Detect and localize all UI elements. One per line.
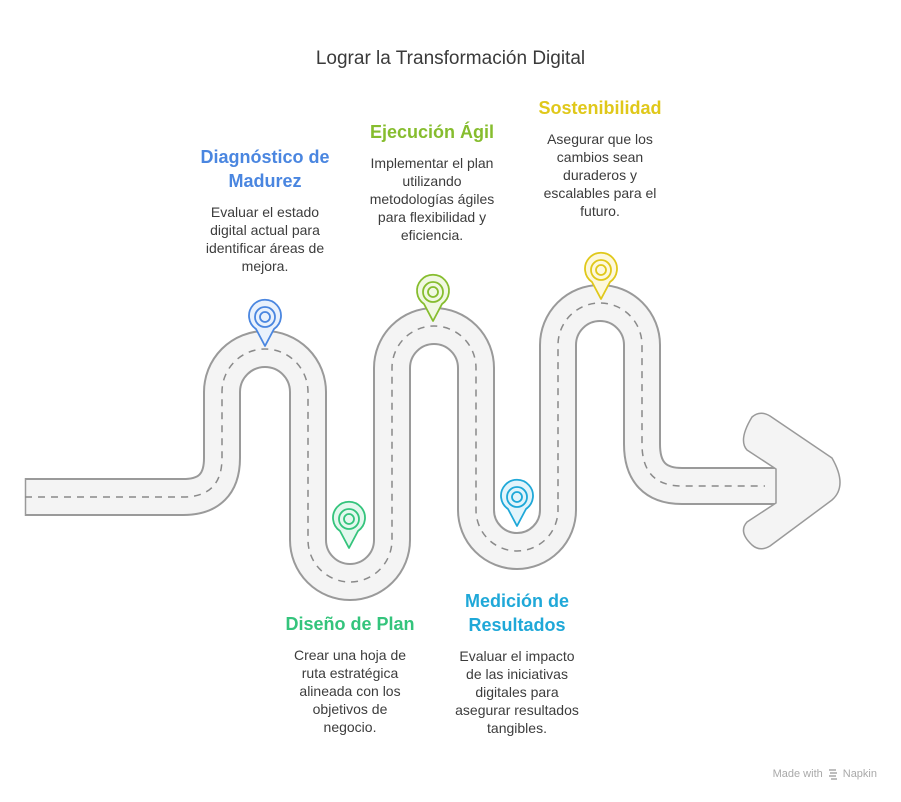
step-diseno: Diseño de Plan Crear una hoja de ruta es… <box>270 612 430 736</box>
desc-line: mejora. <box>241 258 289 274</box>
pin-medicion-icon <box>500 478 534 527</box>
desc-line: objetivos de <box>312 701 388 717</box>
pin-diagnostico-icon <box>248 298 282 347</box>
desc-line: Implementar el plan <box>370 155 494 171</box>
desc-line: digital actual para <box>210 222 320 238</box>
step-description: Evaluar el estado digital actual para id… <box>185 203 345 275</box>
desc-line: futuro. <box>580 203 620 219</box>
step-description: Crear una hoja de ruta estratégica aline… <box>270 646 430 736</box>
desc-line: Evaluar el estado <box>210 204 320 220</box>
step-heading: Sostenibilidad <box>520 96 680 120</box>
desc-line: tangibles. <box>487 720 547 736</box>
desc-line: identificar áreas de <box>205 240 325 256</box>
road-surface <box>25 286 780 599</box>
step-heading: Medición de Resultados <box>437 589 597 637</box>
footer-credit: Made with Napkin <box>773 768 877 780</box>
desc-line: metodologías ágiles <box>369 191 495 207</box>
napkin-brand-label: Napkin <box>842 768 877 780</box>
desc-line: ruta estratégica <box>301 665 399 681</box>
step-sostenibilidad: Sostenibilidad Asegurar que los cambios … <box>520 96 680 220</box>
desc-line: para flexibilidad y <box>377 209 487 225</box>
step-ejecucion: Ejecución Ágil Implementar el plan utili… <box>352 120 512 244</box>
pin-ejecucion-icon <box>416 273 450 322</box>
desc-line: de las iniciativas <box>466 666 568 682</box>
desc-line: escalables para el <box>543 185 657 201</box>
desc-line: cambios sean <box>556 149 644 165</box>
step-heading: Diagnóstico de Madurez <box>185 145 345 193</box>
desc-line: Evaluar el impacto <box>459 648 575 664</box>
step-diagnostico: Diagnóstico de Madurez Evaluar el estado… <box>185 145 345 275</box>
desc-line: utilizando <box>402 173 462 189</box>
page-title: Lograr la Transformación Digital <box>315 48 586 69</box>
heading-line: Ejecución Ágil <box>369 122 495 142</box>
heading-line: Medición de <box>464 591 569 611</box>
heading-line: Madurez <box>228 171 302 191</box>
step-medicion: Medición de Resultados Evaluar el impact… <box>437 589 597 737</box>
desc-line: Crear una hoja de <box>293 647 407 663</box>
step-heading: Ejecución Ágil <box>352 120 512 144</box>
napkin-logo-icon <box>828 769 837 780</box>
pin-diseno-icon <box>332 500 366 549</box>
step-description: Asegurar que los cambios sean duraderos … <box>520 130 680 220</box>
desc-line: digitales para <box>475 684 559 700</box>
lane-divider <box>25 302 765 583</box>
desc-line: alineada con los <box>299 683 401 699</box>
heading-line: Diseño de Plan <box>285 614 415 634</box>
arrow-head <box>742 412 841 550</box>
desc-line: duraderos y <box>563 167 637 183</box>
made-with-label: Made with <box>772 768 823 780</box>
desc-line: asegurar resultados <box>455 702 579 718</box>
desc-line: Asegurar que los <box>547 131 653 147</box>
pin-sostenibilidad-icon <box>584 251 618 300</box>
step-description: Implementar el plan utilizando metodolog… <box>352 154 512 244</box>
heading-line: Diagnóstico de <box>200 147 330 167</box>
heading-line: Resultados <box>468 615 566 635</box>
step-heading: Diseño de Plan <box>270 612 430 636</box>
desc-line: eficiencia. <box>400 227 464 243</box>
step-description: Evaluar el impacto de las iniciativas di… <box>437 647 597 737</box>
heading-line: Sostenibilidad <box>538 98 662 118</box>
desc-line: negocio. <box>323 719 377 735</box>
